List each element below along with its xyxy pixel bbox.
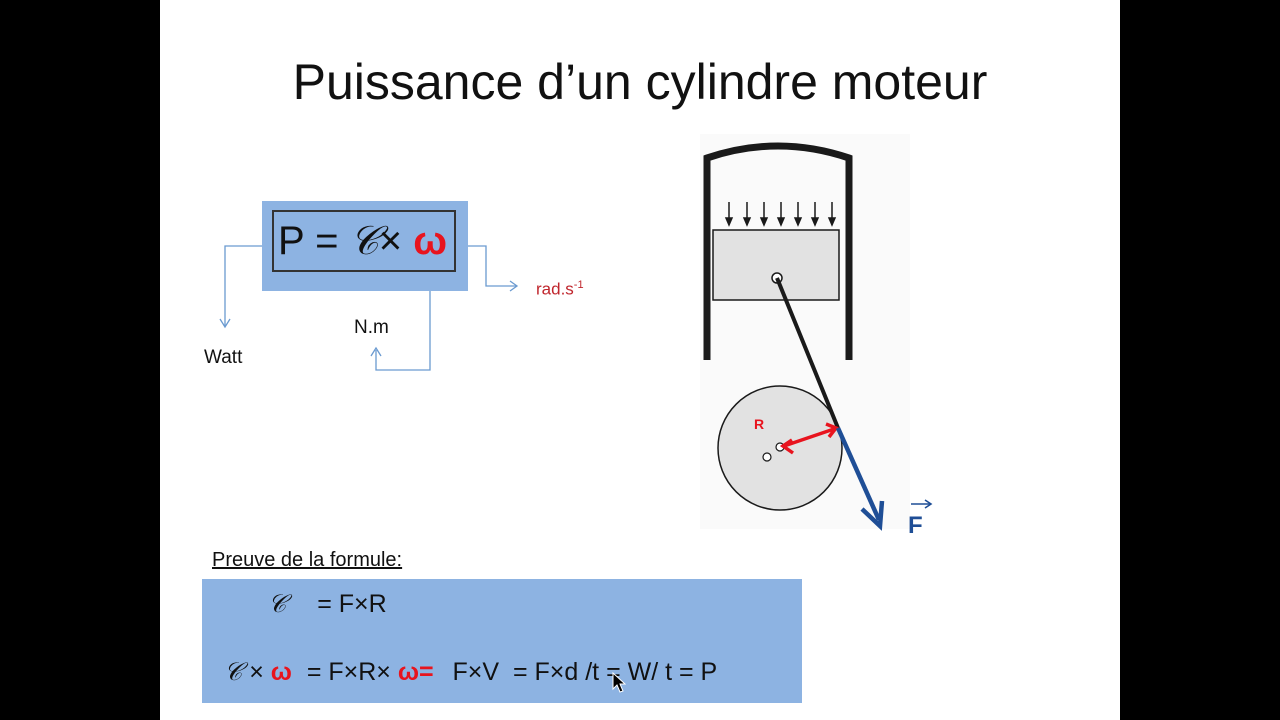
proof-line2-torque-symbol: 𝒞	[224, 657, 243, 686]
proof-line1-rest: = F×R	[317, 590, 387, 618]
nm-arrowhead	[370, 346, 382, 357]
unit-rad-exponent: -1	[573, 279, 584, 291]
radius-label: R	[754, 416, 764, 432]
rad-arrowhead	[509, 280, 519, 292]
pressure-arrows	[724, 202, 837, 227]
proof-label: Preuve de la formule:	[212, 549, 403, 571]
force-arrow	[835, 427, 885, 531]
radius-arrow	[779, 422, 839, 455]
piston	[712, 229, 840, 301]
unit-newton-meter: N.m	[354, 317, 389, 338]
formula-power: P	[278, 219, 304, 263]
unit-rad-base: rad.s	[536, 279, 574, 299]
formula-times: ×	[378, 219, 403, 263]
proof-line2-part2: F×V = F×d /t = W/ t = P	[452, 658, 718, 686]
mouse-cursor-icon	[612, 672, 626, 693]
unit-rad: rad.s-1	[536, 279, 584, 300]
unit-watt: Watt	[204, 347, 243, 368]
connecting-rod	[775, 277, 840, 429]
proof-line1-torque-symbol: 𝒞	[268, 589, 287, 618]
force-label: F	[908, 512, 923, 539]
formula-torque-symbol: 𝒞	[349, 218, 379, 264]
formula-equals: =	[315, 219, 339, 263]
vector-arrow-icon	[911, 499, 933, 509]
proof-line2-omega: ω	[270, 658, 292, 686]
rad-connector	[456, 245, 516, 287]
proof-line2-times: ×	[249, 658, 264, 686]
formula-frame: P = 𝒞× ω	[272, 210, 456, 272]
formula-box: P = 𝒞× ω	[262, 201, 468, 291]
cylinder-wall	[703, 142, 853, 360]
slide: Puissance d’un cylindre moteur P = 𝒞× ω …	[160, 0, 1120, 720]
crank-hole	[762, 452, 772, 462]
proof-line2-omega-eq: ω=	[397, 658, 434, 686]
watt-connector	[224, 245, 272, 326]
proof-line-2: 𝒞 × ω = F×R× ω= F×V = F×d /t = W/ t = P	[224, 657, 717, 687]
formula-omega: ω	[413, 219, 448, 263]
piston-diagram: R	[700, 134, 910, 531]
watt-arrowhead	[219, 318, 231, 329]
proof-box: 𝒞 = F×R 𝒞 × ω = F×R× ω= F×V = F×d /t = W…	[202, 579, 802, 703]
proof-line-1: 𝒞 = F×R	[268, 589, 387, 619]
proof-line2-part1: = F×R×	[306, 658, 391, 686]
slide-title: Puissance d’un cylindre moteur	[292, 54, 988, 110]
